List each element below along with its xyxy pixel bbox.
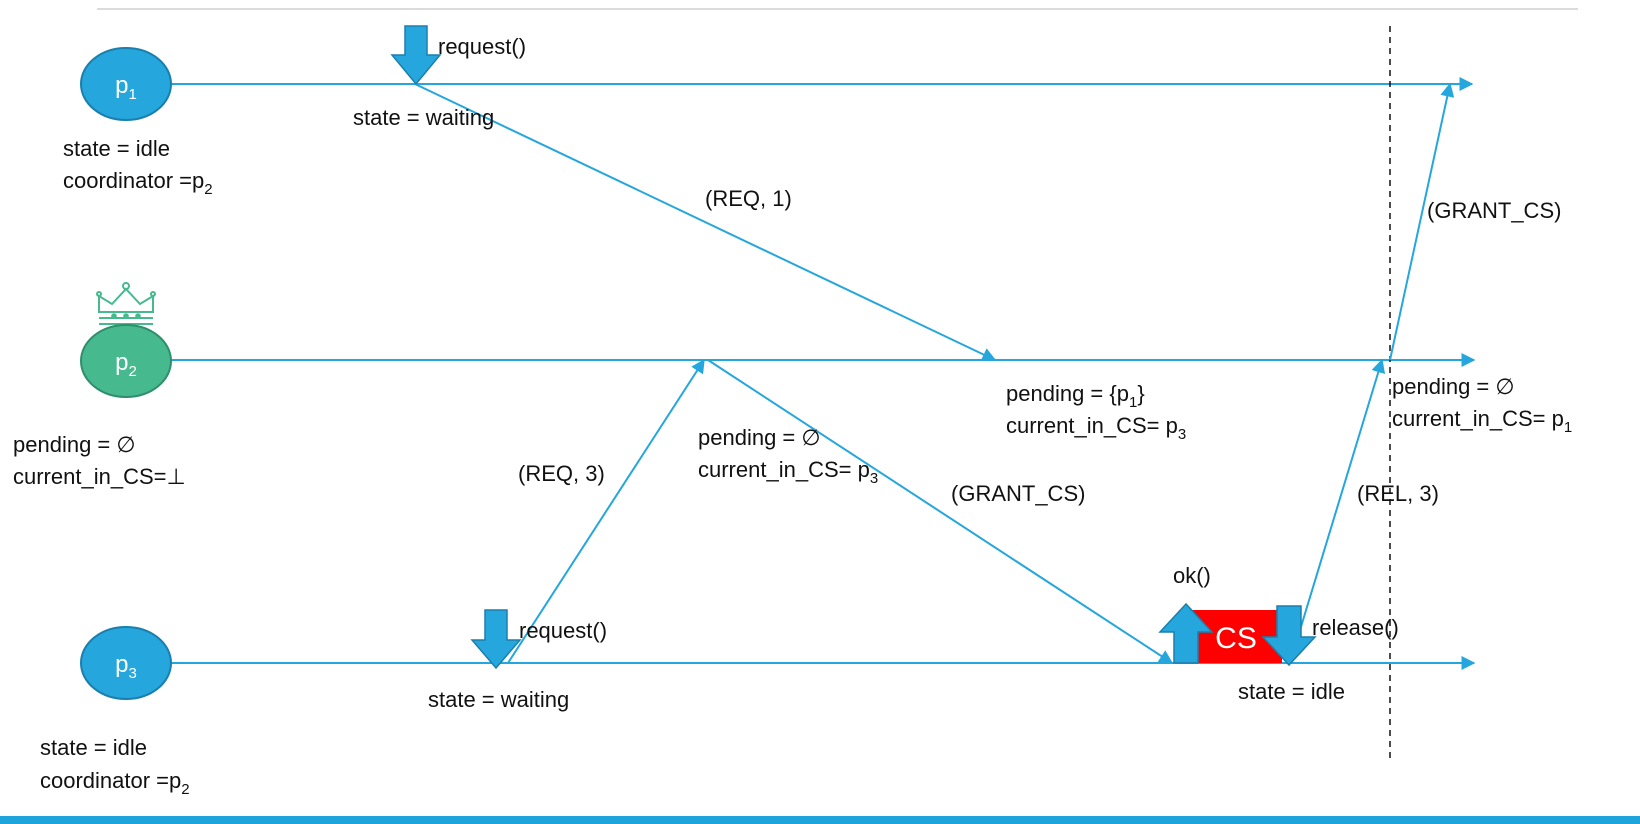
message-grant-cs-to-p3-arrow [707,359,1174,664]
message-grant-cs-to-p3-label: (GRANT_CS) [951,481,1085,506]
node-p2-label: p [115,349,128,376]
node-p1-label: p [115,72,128,99]
p3-request-down-arrow [470,609,522,670]
ok-label: ok() [1173,563,1211,588]
release-down-arrow [1261,605,1317,667]
node-p2: p2 [80,324,172,398]
svg-text:p1: p1 [115,72,137,103]
footer-bar [0,816,1640,824]
svg-text:p2: p2 [115,349,137,380]
message-grant-cs-to-p1-arrow [1389,82,1455,361]
ok-up-arrow [1158,602,1214,664]
node-p2-subscript: 2 [129,363,137,380]
release-label: release() [1312,615,1399,640]
annotation-2-pending: pending = {p1} [1006,381,1145,411]
message-req-1-label: (REQ, 1) [705,186,792,211]
annotation-3-pending: pending = ∅ [1392,374,1515,399]
cs-label: CS [1215,622,1257,655]
p3-state-label: state = idle [40,735,147,760]
p3-request-label: request() [519,618,607,643]
node-p3: p3 [80,626,172,700]
node-p1: p1 [80,47,172,121]
p1-waiting-label: state = waiting [353,105,494,130]
message-rel-3-label: (REL, 3) [1357,481,1439,506]
message-grant-cs-to-p1-label: (GRANT_CS) [1427,198,1561,223]
message-rel-3-arrow [1289,358,1386,664]
annotation-2-current: current_in_CS= p3 [1006,413,1186,443]
p2-current-label: current_in_CS=⊥ [13,464,186,489]
message-req-1-arrow [414,83,997,361]
p3-coordinator-label: coordinator =p2 [40,768,190,798]
annotation-1-current: current_in_CS= p3 [698,457,878,487]
node-p3-label: p [115,651,128,678]
annotation-3-current: current_in_CS= p1 [1392,406,1572,436]
message-req-3-label: (REQ, 3) [518,461,605,486]
p1-request-down-arrow [390,25,442,86]
message-req-3-arrow [507,358,705,664]
p3-idle-label: state = idle [1238,679,1345,704]
p2-pending-label: pending = ∅ [13,432,136,457]
p1-state-label: state = idle [63,136,170,161]
annotation-1-pending: pending = ∅ [698,425,821,450]
p3-waiting-label: state = waiting [428,687,569,712]
svg-text:p3: p3 [115,651,137,682]
p1-coordinator-label: coordinator =p2 [63,168,213,198]
node-p1-subscript: 1 [129,86,137,103]
crown-icon [96,282,156,325]
p1-request-label: request() [438,34,526,59]
node-p3-subscript: 3 [129,665,137,682]
